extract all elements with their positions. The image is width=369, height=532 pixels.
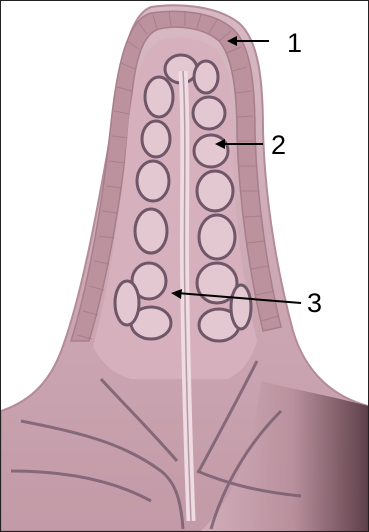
label-3: 3 (307, 288, 322, 318)
label-2: 2 (271, 130, 286, 160)
label-1: 1 (287, 28, 302, 58)
